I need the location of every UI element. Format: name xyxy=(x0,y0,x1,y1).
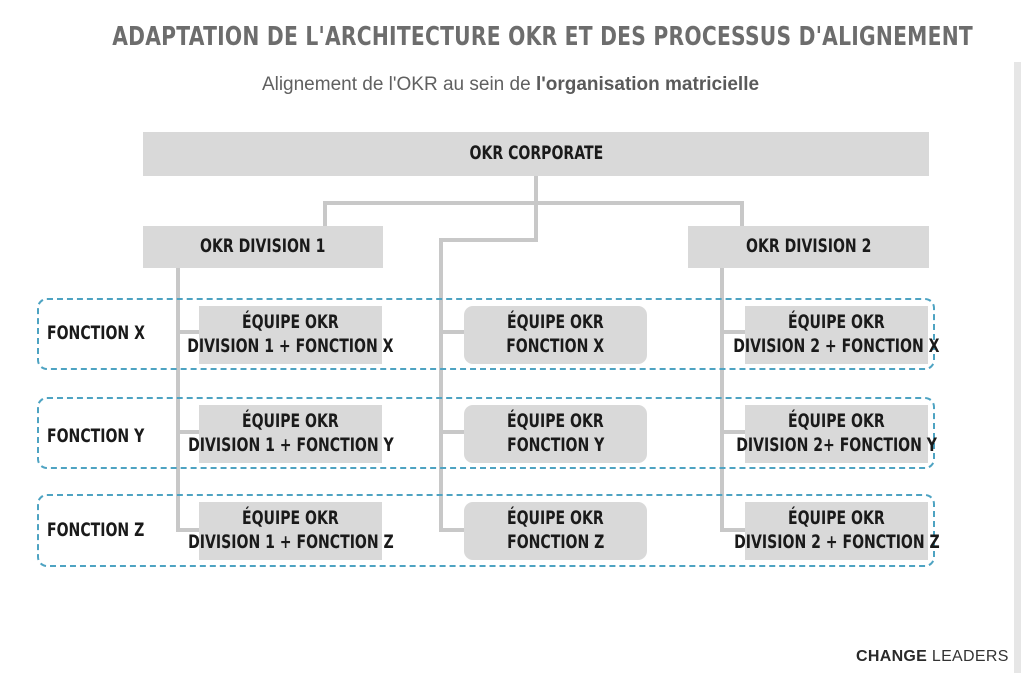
function-label-y: FONCTION Y xyxy=(47,425,145,447)
okr-corporate-box: OKR CORPORATE xyxy=(143,132,929,176)
team-line: FONCTION Z xyxy=(506,531,605,553)
right-edge-strip xyxy=(1014,62,1021,673)
team-line: ÉQUIPE OKR xyxy=(788,311,885,334)
okr-corporate-label: OKR CORPORATE xyxy=(469,142,603,165)
team-line: ÉQUIPE OKR xyxy=(788,507,885,530)
team-box-division1-y: ÉQUIPE OKR DIVISION 1 + FONCTION Y xyxy=(188,405,393,463)
change-leaders-logo: CHANGE LEADERS xyxy=(856,648,1009,666)
team-box-fonction-z: ÉQUIPE OKR FONCTION Z xyxy=(464,502,647,560)
team-line: DIVISION 2+ FONCTION Y xyxy=(736,434,937,456)
team-box-fonction-y: ÉQUIPE OKR FONCTION Y xyxy=(464,405,647,463)
band-fonction-x xyxy=(37,298,935,370)
team-line: DIVISION 1 + FONCTION Y xyxy=(187,434,394,456)
okr-division-1-label: OKR DIVISION 1 xyxy=(200,235,326,258)
page-title: ADAPTATION DE L'ARCHITECTURE OKR ET DES … xyxy=(112,22,973,52)
team-line: DIVISION 2 + FONCTION X xyxy=(733,335,940,357)
team-box-fonction-x: ÉQUIPE OKR FONCTION X xyxy=(464,306,647,364)
team-line: DIVISION 2 + FONCTION Z xyxy=(733,531,940,553)
team-line: FONCTION Y xyxy=(506,434,605,456)
okr-division-2-box: OKR DIVISION 2 xyxy=(688,226,929,268)
function-label-z: FONCTION Z xyxy=(47,519,145,541)
team-box-division2-z: ÉQUIPE OKR DIVISION 2 + FONCTION Z xyxy=(734,502,939,560)
band-fonction-z xyxy=(37,494,935,567)
logo-text-chan: CHAN xyxy=(856,648,904,665)
team-line: DIVISION 1 + FONCTION Z xyxy=(187,531,394,553)
connector-corporate-center xyxy=(439,203,538,532)
okr-division-1-box: OKR DIVISION 1 xyxy=(143,226,383,268)
team-line: ÉQUIPE OKR xyxy=(242,311,339,334)
team-box-division2-x: ÉQUIPE OKR DIVISION 2 + FONCTION X xyxy=(733,306,940,364)
team-line: ÉQUIPE OKR xyxy=(507,410,604,433)
connector-division1-teams xyxy=(176,268,199,532)
team-box-division2-y: ÉQUIPE OKR DIVISION 2+ FONCTION Y xyxy=(736,405,937,463)
logo-text-ge: GE xyxy=(903,648,928,665)
team-box-division1-x: ÉQUIPE OKR DIVISION 1 + FONCTION X xyxy=(187,306,394,364)
team-box-division1-z: ÉQUIPE OKR DIVISION 1 + FONCTION Z xyxy=(188,502,393,560)
connector-division2-teams xyxy=(720,268,745,532)
team-line: ÉQUIPE OKR xyxy=(507,311,604,334)
team-line: ÉQUIPE OKR xyxy=(788,410,885,433)
okr-division-2-label: OKR DIVISION 2 xyxy=(745,235,872,258)
function-label-x: FONCTION X xyxy=(47,322,145,344)
band-fonction-y xyxy=(37,397,935,469)
subtitle-prefix: Alignement de l'OKR au sein de xyxy=(261,74,536,95)
connector-corporate-divisions xyxy=(323,176,744,226)
subtitle-emphasis: l'organisation matricielle xyxy=(535,74,760,95)
team-line: ÉQUIPE OKR xyxy=(242,410,339,433)
team-line: FONCTION X xyxy=(506,335,605,357)
team-line: ÉQUIPE OKR xyxy=(507,507,604,530)
team-line: ÉQUIPE OKR xyxy=(242,507,339,530)
team-line: DIVISION 1 + FONCTION X xyxy=(187,335,394,357)
logo-text-leaders: LEADERS xyxy=(927,648,1009,665)
page-subtitle: Alignement de l'OKR au sein de l'organis… xyxy=(0,74,1021,96)
